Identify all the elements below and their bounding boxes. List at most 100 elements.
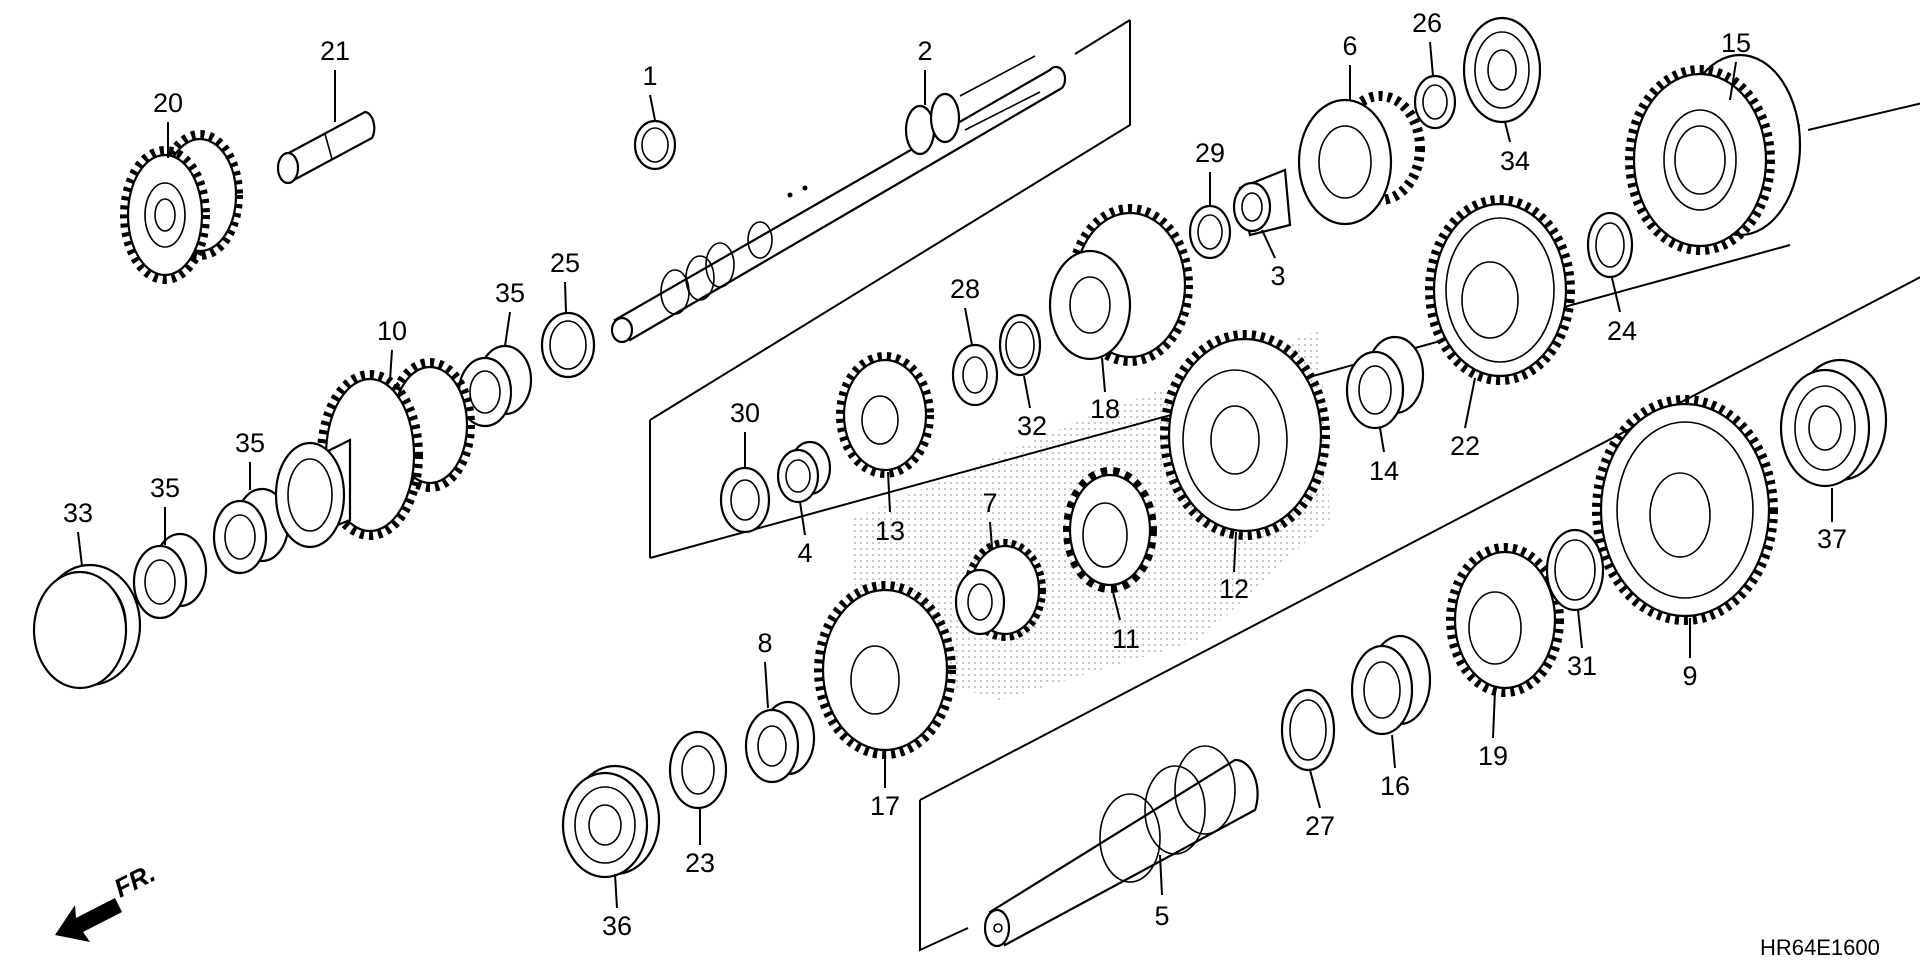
part-8-collar: [744, 700, 816, 784]
part-1-ring: [633, 119, 677, 171]
part-3-bushing: [1232, 168, 1292, 237]
callout-2: 2: [917, 36, 932, 66]
part-7-spline: [954, 539, 1046, 641]
callout-37: 37: [1817, 524, 1847, 554]
part-17-gear: [814, 581, 956, 759]
callout-17: 17: [870, 791, 900, 821]
callout-32: 32: [1017, 411, 1047, 441]
diagram-code: HR64E1600: [1760, 935, 1880, 960]
part-16-bushing: [1350, 634, 1432, 736]
leader-line-26: [1429, 41, 1434, 77]
callout-24: 24: [1607, 316, 1637, 346]
callout-30: 30: [730, 398, 760, 428]
leader-line-35: [504, 311, 511, 347]
leader-line-19: [1492, 689, 1496, 739]
callout-26: 26: [1412, 8, 1442, 38]
part-10-gear: [274, 358, 475, 549]
leader-line-4: [799, 501, 806, 536]
callout-23: 23: [685, 848, 715, 878]
leader-line-14: [1379, 427, 1385, 453]
leader-line-36: [614, 873, 618, 909]
part-35-needle-bearing-a: [457, 344, 533, 428]
leader-line-34: [1504, 121, 1511, 143]
part-34-bearing: [1462, 16, 1542, 124]
callout-12: 12: [1219, 574, 1249, 604]
part-33-bearing: [32, 563, 142, 690]
callout-8: 8: [757, 628, 772, 658]
part-13-gear: [836, 352, 934, 478]
callout-21: 21: [320, 36, 350, 66]
leader-line-12: [1233, 531, 1237, 573]
callout-11: 11: [1112, 624, 1140, 654]
callout-20: 20: [153, 88, 183, 118]
leader-line-28: [964, 307, 973, 346]
callout-27: 27: [1305, 811, 1335, 841]
part-2-main-shaft: [610, 55, 1067, 344]
leader-line-33: [77, 531, 83, 567]
callout-13: 13: [875, 516, 905, 546]
leader-line-5: [1159, 854, 1163, 896]
leader-line-1: [649, 94, 656, 121]
leader-line-3: [1261, 229, 1276, 259]
callout-19: 19: [1478, 741, 1508, 771]
leader-line-25: [564, 281, 567, 313]
callout-36: 36: [602, 911, 632, 941]
leader-line-18: [1101, 357, 1106, 393]
callout-16: 16: [1380, 771, 1410, 801]
part-36-bearing: [561, 764, 661, 879]
part-21-pin: [276, 110, 376, 185]
part-15-gear: [1625, 53, 1802, 255]
part-35-needle-bearing-c: [132, 532, 208, 620]
part-28-bearing: [951, 343, 999, 407]
leader-line-15: [1729, 61, 1737, 101]
leader-line-24: [1611, 277, 1621, 313]
part-27-ring: [1280, 688, 1336, 772]
part-22-gear: [1425, 195, 1575, 385]
leader-line-22: [1464, 377, 1476, 429]
callout-28: 28: [950, 274, 980, 304]
callout-3: 3: [1270, 261, 1285, 291]
part-29-ring: [1188, 204, 1232, 260]
callout-5: 5: [1154, 901, 1169, 931]
leader-line-8: [764, 661, 769, 709]
callout-4: 4: [797, 538, 812, 568]
part-26-ring: [1413, 74, 1457, 130]
callout-25: 25: [550, 248, 580, 278]
callout-18: 18: [1090, 394, 1120, 424]
callout-33: 33: [63, 498, 93, 528]
leader-line-13: [887, 471, 891, 513]
part-4-bushing: [776, 440, 832, 504]
leader-lines: [77, 41, 1833, 909]
callout-15: 15: [1721, 28, 1751, 58]
callout-35: 35: [150, 473, 180, 503]
part-37-bearing: [1779, 358, 1888, 488]
callout-31: 31: [1567, 651, 1597, 681]
callout-7: 7: [982, 488, 997, 518]
callout-14: 14: [1369, 456, 1399, 486]
part-18-gear: [1048, 204, 1193, 366]
callout-29: 29: [1195, 138, 1225, 168]
part-11-hub: [1063, 467, 1157, 593]
callout-6: 6: [1342, 31, 1357, 61]
callout-9: 9: [1682, 661, 1697, 691]
callout-22: 22: [1450, 431, 1480, 461]
leader-line-16: [1391, 734, 1396, 769]
leader-line-11: [1111, 587, 1121, 621]
part-24-ring: [1586, 211, 1634, 279]
callout-10: 10: [377, 316, 407, 346]
part-35-needle-bearing-b: [212, 487, 290, 575]
front-direction-label: FR.: [109, 858, 160, 904]
part-31-ring: [1545, 528, 1605, 612]
part-19-gear: [1446, 543, 1564, 697]
part-5-output-shaft: [983, 745, 1259, 948]
leader-line-27: [1309, 769, 1321, 809]
part-30-washer: [719, 466, 771, 534]
part-25-washer: [540, 311, 596, 379]
part-23-washer: [668, 730, 728, 810]
part-32-circlip: [998, 313, 1042, 377]
leader-line-7: [989, 521, 993, 549]
callout-35: 35: [495, 278, 525, 308]
part-12-gear: [1160, 330, 1330, 540]
